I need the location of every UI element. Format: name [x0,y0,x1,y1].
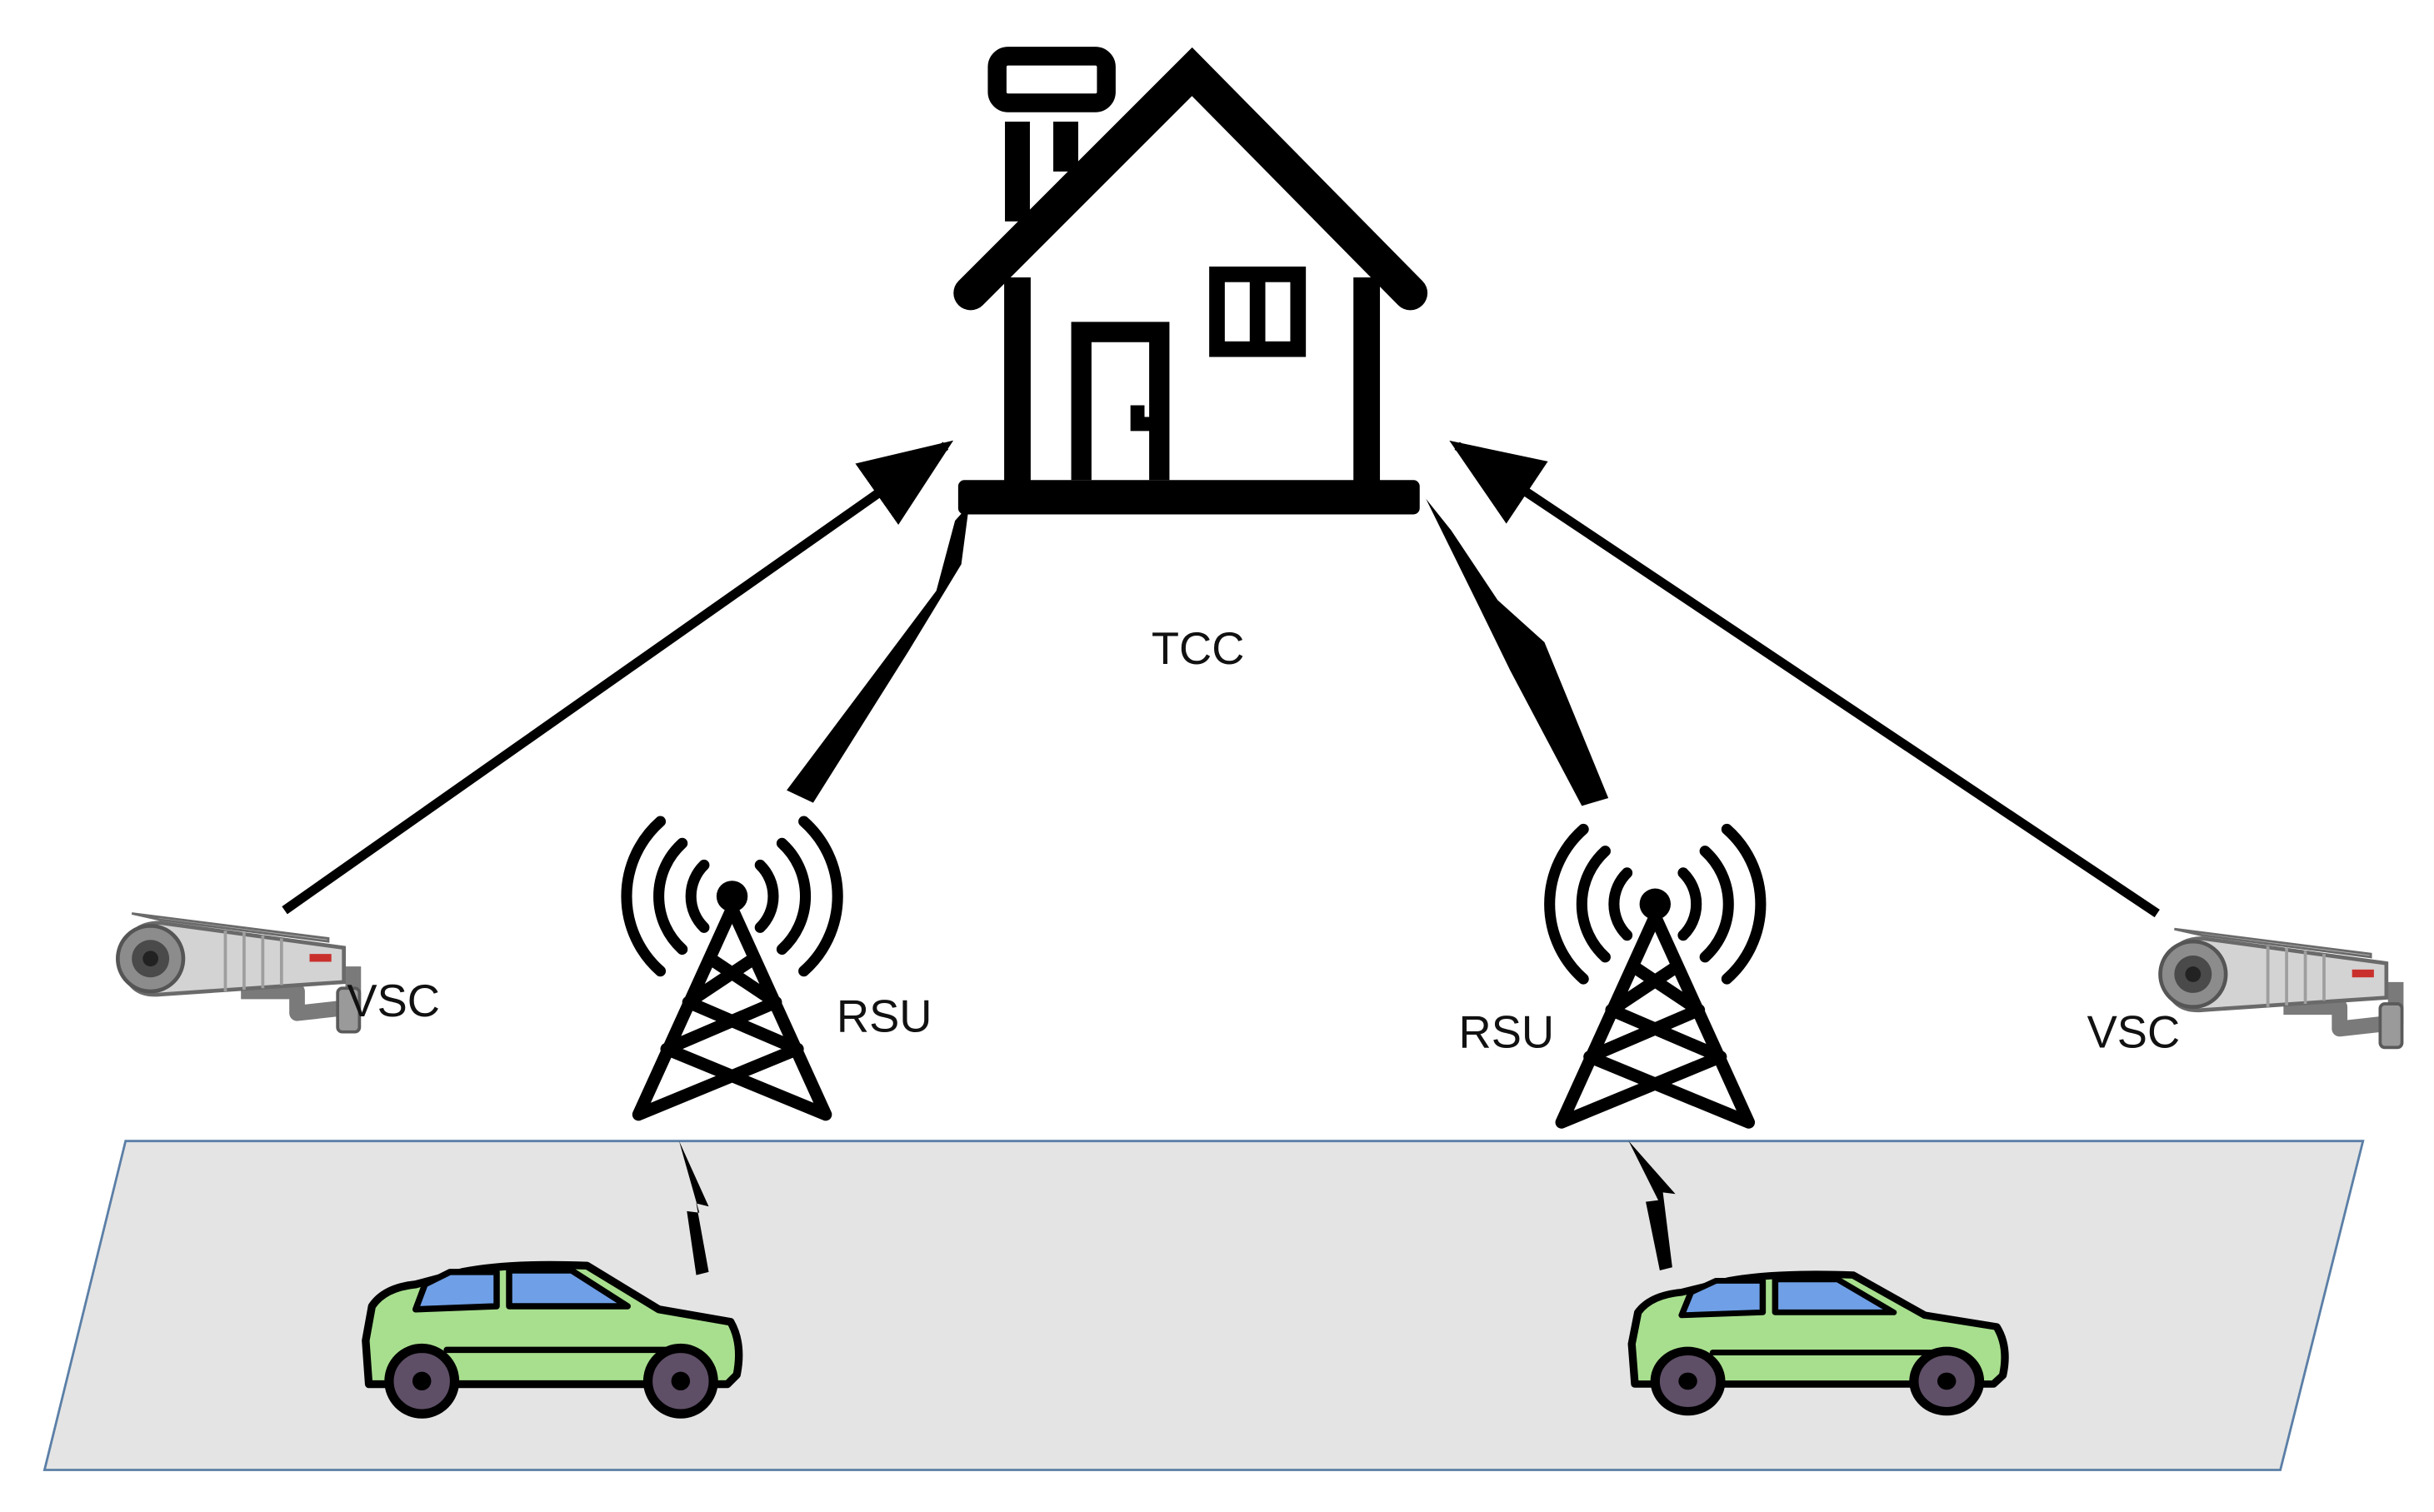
lightning-bolt-icon-right-rsu-tcc [1426,498,1609,806]
camera-uplink-arrow-left [282,440,954,915]
surveillance-camera-icon-left [117,913,359,1031]
radio-tower-icon-right [1550,829,1761,1122]
lightning-bolt-icon-left-rsu-tcc [787,505,969,803]
label-vsc-left: VSC [347,976,440,1026]
house-icon [953,47,1428,515]
lightning-bolt-icon-right-car-rsu [1628,1140,1676,1270]
label-tcc: TCC [1152,624,1245,674]
camera-uplink-arrow-right [1449,440,2160,918]
label-rsu-right: RSU [1459,1007,1555,1057]
label-rsu-left: RSU [837,992,932,1042]
surveillance-camera-icon-right [2161,929,2402,1047]
radio-tower-icon-left [627,821,837,1115]
label-vsc-right: VSC [2087,1007,2181,1057]
lightning-bolt-icon-left-car-rsu [678,1140,709,1275]
